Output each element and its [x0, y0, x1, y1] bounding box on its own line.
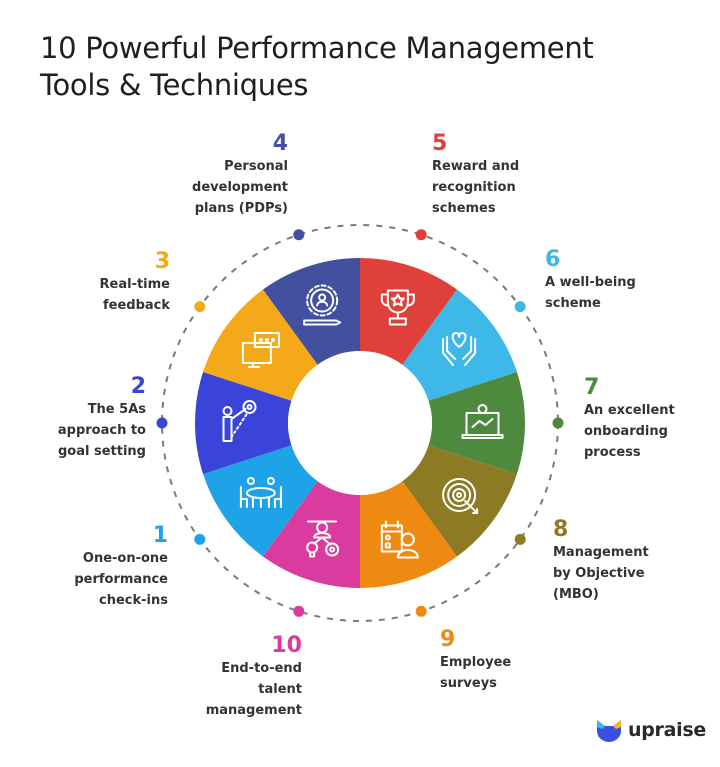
item-3-line: feedback	[102, 298, 170, 313]
item-1-line: One-on-one	[82, 551, 168, 566]
ring-dot-6	[514, 301, 526, 313]
item-4-line: development	[192, 180, 288, 195]
item-2-line: approach to	[57, 423, 146, 438]
item-3-label: 3 Real-time feedback	[70, 250, 170, 316]
item-4-line: plans (PDPs)	[194, 201, 288, 216]
item-6-line: scheme	[545, 296, 601, 311]
ring-dot-8	[514, 533, 526, 545]
laptop-handshake-icon	[461, 404, 504, 439]
ring-dot-9	[415, 605, 427, 617]
item-7-line: process	[584, 445, 641, 460]
item-7-label: 7 An excellent onboarding process	[584, 376, 704, 463]
item-8-line: by Objective	[553, 566, 645, 581]
segment-6	[402, 289, 517, 401]
target-arrow-icon	[442, 478, 479, 515]
page-title: 10 Powerful Performance Management Tools…	[40, 30, 594, 104]
trophy-icon	[380, 289, 415, 326]
item-4-line: Personal	[224, 159, 288, 174]
item-10-line: management	[205, 703, 302, 718]
ring-dot-10	[293, 605, 305, 617]
meeting-table-icon	[239, 477, 282, 509]
item-5-line: schemes	[432, 201, 496, 216]
segment-2	[194, 372, 292, 474]
item-7-number: 7	[584, 375, 600, 400]
item-4-label: 4 Personal development plans (PDPs)	[180, 132, 288, 219]
item-9-number: 9	[440, 627, 456, 652]
item-5-label: 5 Reward and recognition schemes	[432, 132, 552, 219]
item-9-line: Employee	[440, 655, 512, 670]
item-9-label: 9 Employee surveys	[440, 628, 560, 694]
item-9-line: surveys	[440, 676, 497, 691]
item-7-line: onboarding	[584, 424, 668, 439]
upraise-logo: upraise	[596, 717, 706, 743]
segment-5	[360, 258, 457, 365]
item-2-line: The 5As	[87, 402, 146, 417]
item-2-label: 2 The 5As approach to goal setting	[46, 375, 146, 462]
item-8-line: (MBO)	[553, 587, 599, 602]
ring-dot-4	[293, 229, 305, 241]
item-8-label: 8 Management by Objective (MBO)	[553, 518, 683, 605]
segment-10	[263, 481, 360, 588]
title-line-1: 10 Powerful Performance Management	[40, 31, 594, 65]
item-5-number: 5	[432, 131, 448, 156]
upraise-logo-icon	[597, 720, 621, 742]
item-5-line: recognition	[432, 180, 516, 195]
item-4-number: 4	[272, 131, 288, 156]
wheel-center-hole	[288, 351, 432, 495]
segment-3	[203, 289, 318, 401]
item-6-number: 6	[545, 247, 561, 272]
item-3-line: Real-time	[99, 277, 170, 292]
item-1-number: 1	[152, 523, 168, 548]
talent-network-icon	[306, 520, 340, 558]
item-6-label: 6 A well-being scheme	[545, 248, 665, 314]
ring-dot-5	[415, 229, 427, 241]
item-10-number: 10	[271, 633, 302, 658]
item-3-number: 3	[154, 249, 170, 274]
item-10-label: 10 End-to-end talent management	[180, 634, 302, 721]
ring-dot-1	[194, 533, 206, 545]
item-2-number: 2	[130, 374, 146, 399]
item-7-line: An excellent	[584, 403, 675, 418]
upraise-logo-text: upraise	[628, 719, 706, 741]
item-1-line: check-ins	[99, 593, 168, 608]
ring-dot-3	[194, 301, 206, 313]
ring-dot-7	[552, 417, 564, 429]
calendar-person-icon	[380, 520, 419, 559]
ring-dot-2	[156, 417, 168, 429]
segment-9	[360, 481, 457, 588]
item-5-line: Reward and	[432, 159, 520, 174]
item-8-line: Management	[553, 545, 649, 560]
item-1-line: performance	[74, 572, 168, 587]
item-10-line: End-to-end	[221, 661, 302, 676]
item-2-line: goal setting	[58, 444, 146, 459]
gear-person-pencil-icon	[303, 284, 342, 326]
monitor-chat-icon	[241, 331, 280, 368]
goal-pointer-icon	[222, 400, 257, 442]
hands-heart-icon	[442, 331, 477, 366]
ring-dots	[156, 229, 564, 617]
title-line-2: Tools & Techniques	[40, 68, 309, 102]
item-6-line: A well-being	[545, 275, 636, 290]
item-8-number: 8	[553, 517, 569, 542]
item-10-line: talent	[258, 682, 302, 697]
item-1-label: 1 One-on-one performance check-ins	[62, 524, 168, 611]
segment-icons	[222, 284, 504, 559]
